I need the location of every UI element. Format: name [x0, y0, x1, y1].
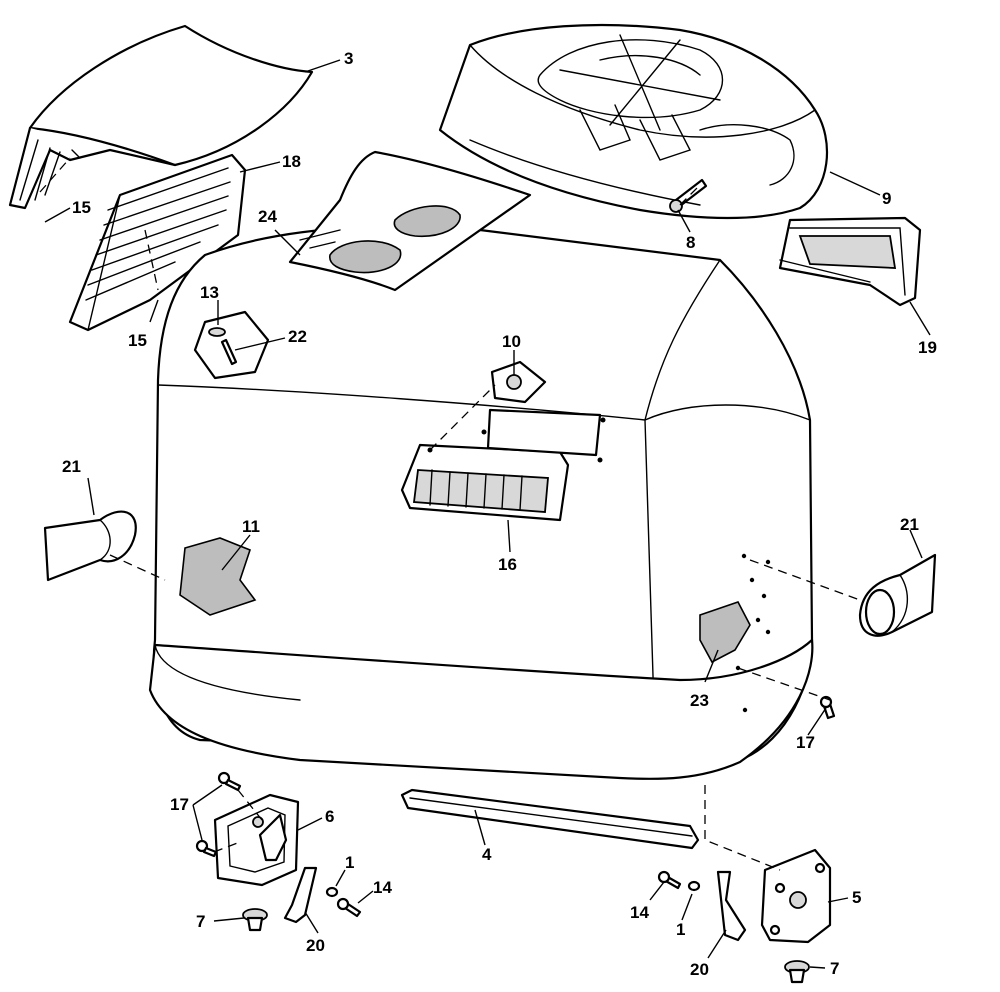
part-1-washer-right [687, 880, 701, 892]
callout-17a: 17 [796, 733, 815, 752]
callout-14a: 14 [373, 878, 392, 897]
part-10-latch-knob [490, 360, 547, 404]
part-14-screw-right [657, 870, 682, 890]
leader-lines [44, 59, 931, 969]
part-14-screw-left [336, 897, 362, 918]
callout-16: 16 [498, 555, 517, 574]
part-5-latch-plate [760, 848, 832, 944]
callout-15b: 15 [128, 331, 147, 350]
part-16-intake-vent [400, 408, 606, 522]
callout-6: 6 [325, 807, 334, 826]
callout-24: 24 [258, 207, 277, 226]
part-4-seal-strip [400, 788, 700, 850]
callout-23: 23 [690, 691, 709, 710]
callout-10: 10 [502, 332, 521, 351]
callout-15a: 15 [72, 198, 91, 217]
callout-21a: 21 [62, 457, 81, 476]
callout-5: 5 [852, 888, 861, 907]
callout-7b: 7 [830, 959, 839, 978]
part-1-washer-left [325, 886, 339, 898]
part-7-plug-right [784, 960, 810, 984]
callout-17b: 17 [170, 795, 189, 814]
part-17-screw-right [819, 695, 836, 720]
callout-4: 4 [482, 845, 492, 864]
right-side-holes [735, 553, 771, 713]
part-11-foam-pad [179, 537, 257, 616]
callout-7a: 7 [196, 912, 205, 931]
part-23-foam-pad [699, 601, 751, 664]
assembly-lines [39, 157, 861, 871]
callout-11: 11 [242, 517, 260, 536]
callout-13: 13 [200, 283, 219, 302]
part-3-rear-cap [8, 24, 314, 210]
part-20-bracket-right [716, 870, 747, 942]
part-7-plug-left [242, 908, 268, 932]
callout-3: 3 [344, 49, 353, 68]
callout-labels: 3 9 18 15 15 24 8 13 22 10 19 21 21 11 1… [62, 49, 937, 979]
part-9-air-silencer [438, 23, 829, 220]
callout-14b: 14 [630, 903, 649, 922]
callout-19: 19 [918, 338, 937, 357]
part-21-decal-right [858, 553, 937, 637]
part-19-rear-vent [778, 216, 922, 307]
callout-9: 9 [882, 189, 891, 208]
callout-21b: 21 [900, 515, 919, 534]
part-20-bracket-left [283, 866, 318, 924]
part-13-decal-plate [193, 310, 270, 380]
part-8-bolt [669, 178, 708, 213]
callout-18: 18 [282, 152, 301, 171]
part-21-decal-left [43, 510, 137, 582]
callout-20b: 20 [690, 960, 709, 979]
part-6-latch-bracket [213, 793, 300, 887]
callout-1a: 1 [345, 853, 354, 872]
callout-1b: 1 [676, 920, 685, 939]
callout-22: 22 [288, 327, 307, 346]
callout-20a: 20 [306, 936, 325, 955]
callout-8: 8 [686, 233, 695, 252]
